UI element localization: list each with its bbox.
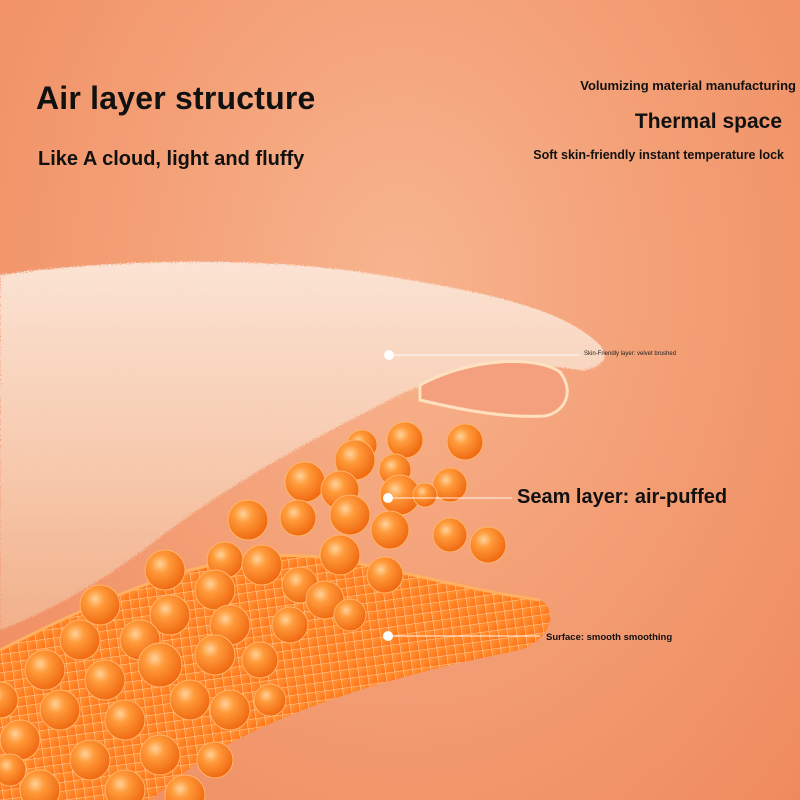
- air-bead: [432, 467, 468, 503]
- air-bead: [169, 679, 211, 721]
- air-bead: [59, 619, 101, 661]
- page-title: Air layer structure: [36, 80, 316, 116]
- air-bead: [370, 510, 410, 550]
- mesh-surface-layer: [0, 555, 551, 800]
- air-bead: [104, 769, 146, 800]
- air-bead: [149, 594, 191, 636]
- callout-dot-icon: [383, 631, 393, 641]
- air-bead: [469, 526, 507, 564]
- air-bead: [194, 634, 236, 676]
- air-bead: [386, 421, 424, 459]
- callout-seam-layer: Seam layer: air-puffed: [517, 486, 728, 508]
- air-bead: [319, 534, 361, 576]
- air-bead-cluster: [0, 421, 507, 800]
- air-bead: [84, 659, 126, 701]
- air-bead: [69, 739, 111, 781]
- air-bead: [284, 461, 326, 503]
- air-bead: [329, 494, 371, 536]
- callout-dot-icon: [384, 350, 394, 360]
- air-bead: [194, 569, 236, 611]
- air-bead: [412, 482, 438, 508]
- callout-skin-layer: Skin-Friendly layer: velvet brushed: [584, 351, 677, 357]
- air-bead: [79, 584, 121, 626]
- air-bead: [144, 549, 186, 591]
- fleece-layer: [0, 261, 605, 630]
- air-bead: [137, 642, 183, 688]
- feature-line-1: Volumizing material manufacturing: [580, 78, 796, 93]
- feature-line-3: Soft skin-friendly instant temperature l…: [533, 148, 784, 162]
- air-bead: [0, 753, 27, 787]
- air-bead: [279, 499, 317, 537]
- air-bead: [164, 774, 206, 800]
- air-bead: [104, 699, 146, 741]
- air-bead: [196, 741, 234, 779]
- air-bead: [432, 517, 468, 553]
- air-bead: [209, 689, 251, 731]
- air-bead: [366, 556, 404, 594]
- callout-dot-icon: [383, 493, 393, 503]
- air-bead: [241, 544, 283, 586]
- air-bead: [253, 683, 287, 717]
- air-bead: [227, 499, 269, 541]
- air-bead: [19, 769, 61, 800]
- page-subtitle: Like A cloud, light and fluffy: [38, 148, 305, 170]
- air-bead: [0, 681, 19, 719]
- air-bead: [24, 649, 66, 691]
- lining-curl: [418, 359, 569, 418]
- air-bead: [39, 689, 81, 731]
- callout-surface-layer: Surface: smooth smoothing: [546, 632, 673, 643]
- air-bead: [139, 734, 181, 776]
- air-bead: [333, 598, 367, 632]
- air-bead: [446, 423, 484, 461]
- air-bead: [241, 641, 279, 679]
- air-bead: [271, 606, 309, 644]
- feature-line-2: Thermal space: [634, 110, 782, 133]
